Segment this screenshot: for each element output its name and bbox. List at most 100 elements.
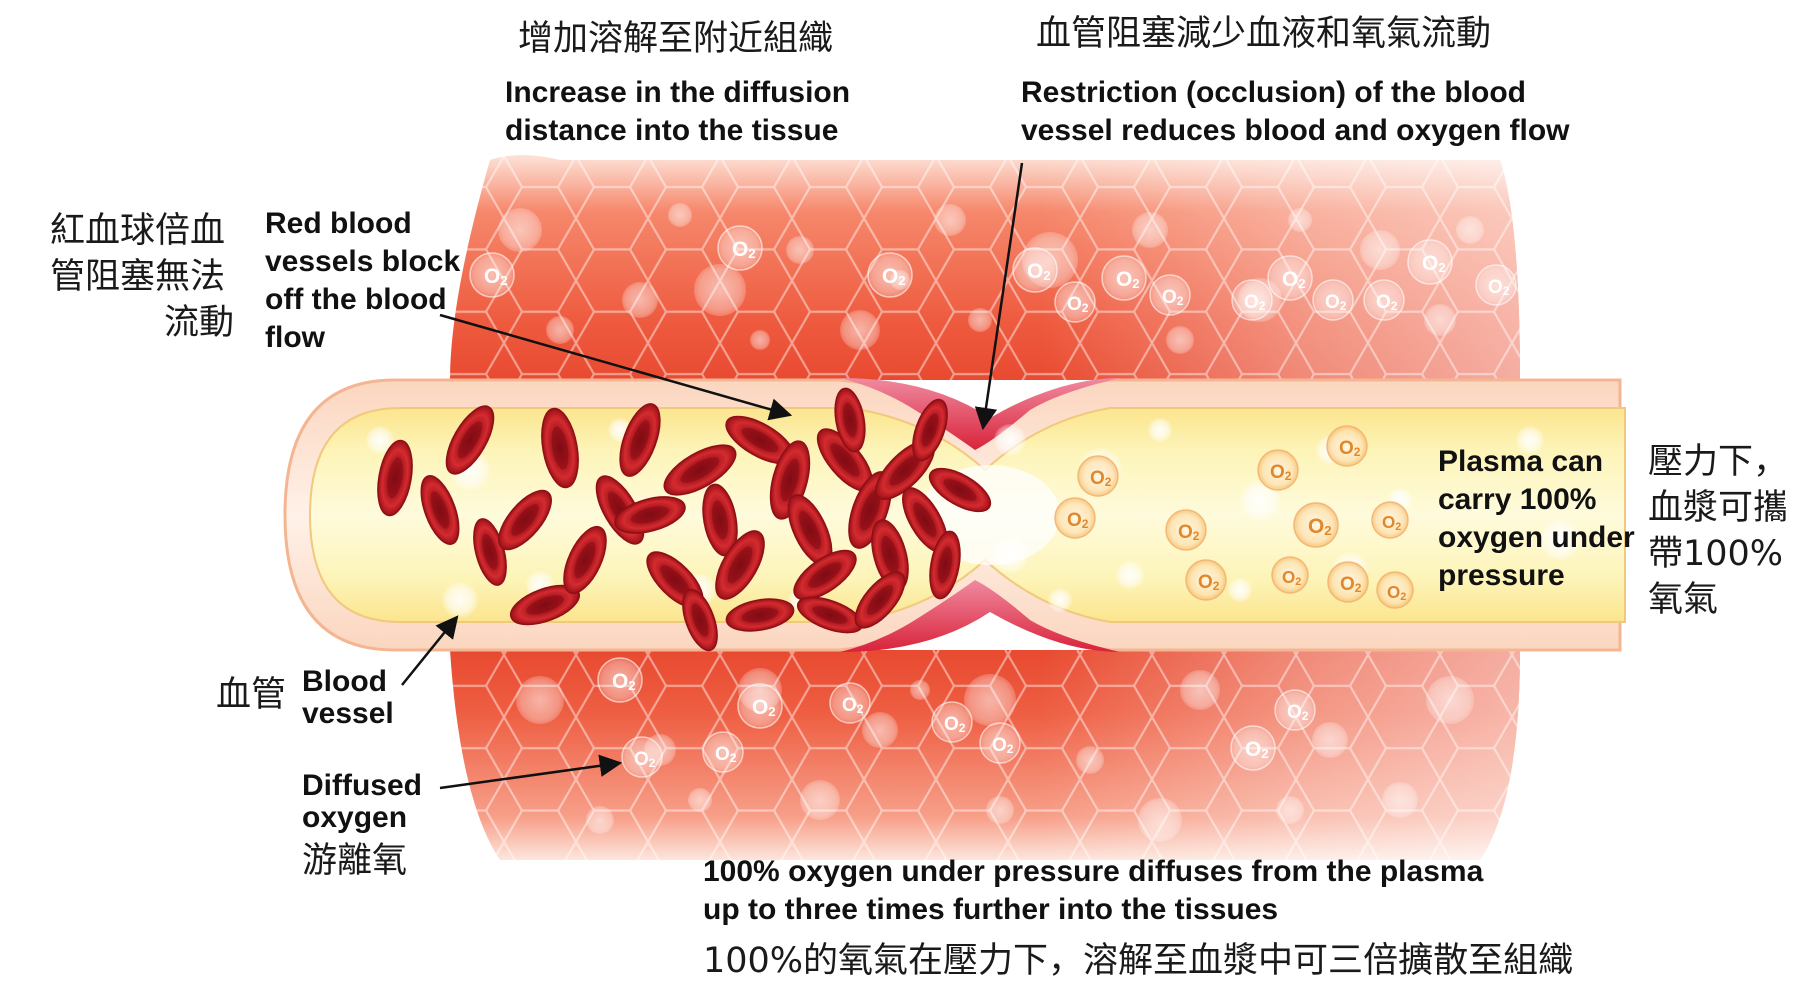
tissue-bubble [1132,212,1168,248]
plasma-label-en-3: oxygen under [1438,521,1635,554]
diffusion-label-zh: 增加溶解至附近組織 [518,19,834,59]
tissue-bubble [668,203,692,227]
red-blood-cell [682,588,718,652]
tissue-bubble [862,712,898,748]
oxygen-molecule: O2 [621,736,663,778]
red-blood-cell [725,598,795,632]
oxygen-molecule: O2 [1149,274,1191,316]
red-blood-cell [834,387,866,453]
diffused-oxygen-label-zh: 游離氧 [302,841,408,881]
oxygen-molecule: O2 [1230,725,1276,771]
tissue-bubble [546,316,574,344]
tissue-bubble [800,780,840,820]
restriction-label-zh: 血管阻塞減少血液和氧氣流動 [1036,14,1492,54]
plasma-bubble [1228,578,1252,602]
red-blood-cell [377,439,413,517]
tissue-bubble [622,282,658,318]
tissue-bubble [910,680,930,700]
bottom-label-zh: 100%的氧氣在壓力下，溶解至血漿中可三倍擴散至組織 [703,941,1574,981]
red-blood-cell [715,530,765,600]
oxygen-molecule: O2 [1407,239,1453,285]
red-blood-cell [928,467,992,513]
vessel-label-en-1: Blood [302,665,387,698]
tissue-bubble [1166,326,1194,354]
oxygen-molecule: O2 [737,683,783,729]
red-blood-cell [912,398,948,462]
plasma-bubble [442,582,478,618]
tissue-bubble [1456,216,1484,244]
oxygen-molecule: O2 [1312,279,1354,321]
plasma-bubble [1240,480,1280,520]
oxygen-molecule: O2 [1165,509,1207,551]
plasma-bubble [992,537,1028,573]
tissue-bubble [986,796,1014,824]
oxygen-molecule: O2 [1185,559,1227,601]
diffused-oxygen-label-en-1: Diffused [302,769,422,802]
plasma-label-en-1: Plasma can [1438,445,1604,478]
plasma-label-zh-4: 氧氣 [1648,580,1719,620]
restriction-label-en-1: Restriction (occlusion) of the blood [1021,76,1526,109]
rbc-label-en-1: Red blood [265,207,412,240]
vessel-label-en-2: vessel [302,697,394,730]
tissue-bubble [1312,722,1348,758]
rbc-label-en-3: off the blood [265,283,447,316]
red-blood-cell [619,403,661,477]
oxygen-molecule: O2 [1274,689,1316,731]
red-blood-cells [377,387,992,652]
oxygen-molecule: O2 [1363,279,1405,321]
plasma-bubble [1116,561,1144,589]
oxygen-molecule: O2 [1054,497,1096,539]
tissue-bubble [1426,676,1474,724]
plasma-bubble [1540,520,1580,560]
restriction-arrow [974,162,1024,431]
rbc-label-zh-3: 流動 [164,303,235,343]
oxygen-molecule: O2 [717,225,763,271]
oxygen-molecule: O2 [829,682,871,724]
red-blood-cell [563,525,607,595]
restriction-label-en-2: vessel reduces blood and oxygen flow [1021,114,1570,147]
oxygen-molecule: O2 [1257,449,1299,491]
diffused-oxygen-label-en-2: oxygen [302,801,408,834]
red-blood-cell [929,530,961,600]
rbc-label-zh-2: 管阻塞無法 [50,257,226,297]
vessel-label-zh: 血管 [216,675,287,715]
tissue-bubble [1138,798,1182,842]
tissue-bubble [694,264,746,316]
rbc-label-zh-1: 紅血球倍血 [50,211,226,251]
red-blood-cell [793,549,857,601]
red-blood-cell [509,584,581,626]
oxygen-molecule: O2 [931,701,973,743]
tissue-bubble [964,674,1016,726]
oxygen-molecule: O2 [469,252,515,298]
oxygen-molecule: O2 [1231,279,1273,321]
plasma-bubble [1048,588,1072,612]
rbc-label-en-4: flow [265,321,325,354]
tissue-bubble [498,208,542,252]
red-blood-cell [614,496,686,534]
tissue-bubble [516,676,564,724]
oxygen-molecule: O2 [1293,502,1339,548]
oxygen-molecule: O2 [1371,501,1409,539]
tissue-bubble [968,308,992,332]
red-blood-cell [498,489,552,551]
rbc-label-en-2: vessels block [265,245,461,278]
oxygen-molecule: O2 [702,731,744,773]
plasma-label-en-4: pressure [1438,559,1565,592]
tissue-bubble [1424,304,1456,336]
bottom-label-en-2: up to three times further into the tissu… [703,893,1279,926]
plasma-bubble [1516,426,1544,454]
oxygen-molecule: O2 [1101,255,1147,301]
oxygen-molecule: O2 [867,252,913,298]
oxygen-molecule: O2 [1327,561,1369,603]
vessel-arrow [401,615,459,686]
diffused-oxygen-arrow [439,754,623,790]
red-blood-cell [854,571,906,629]
red-blood-cell [420,475,460,545]
upper-tissue [450,155,1520,380]
plasma-bubble [994,424,1026,456]
diffusion-label-en-1: Increase in the diffusion [505,76,851,109]
oxygen-molecule: O2 [597,657,643,703]
plasma-label-zh-1: 壓力下， [1648,442,1789,482]
